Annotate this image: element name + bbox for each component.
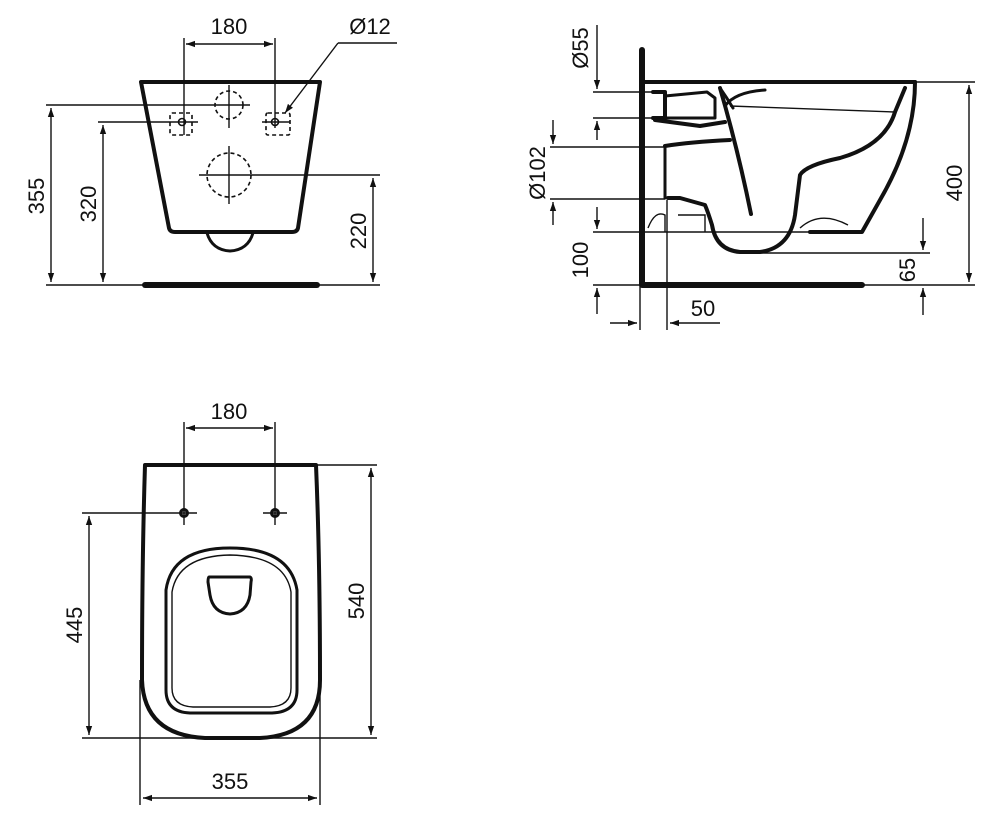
fixing-bracket-left [169,112,193,136]
fixing-depth-label: 445 [62,607,87,644]
fixing-bracket-right [265,112,291,136]
inlet-diameter-label: Ø55 [568,27,593,69]
wall-offset-label: 50 [691,296,715,321]
rear-fixing-spacing-label: 180 [211,14,248,39]
bowl-clearance-label: 65 [895,258,920,282]
seat-inner [171,554,292,708]
rear-view: 180 Ø12 355 320 220 [24,14,397,288]
top-view: 180 445 540 355 [62,399,377,805]
rear-outlet-height-label: 220 [346,213,371,250]
rear-top-height-label: 355 [24,178,49,215]
top-view-body [140,463,322,740]
rear-view-body [139,80,322,234]
side-view-wall [639,47,865,288]
rear-fixing-height-label: 320 [76,186,101,223]
side-view-bowl-outer [808,80,917,234]
side-view: Ø55 Ø102 100 50 400 65 [525,25,975,330]
fixing-hole-diameter-label: Ø12 [349,14,391,39]
width-label: 355 [212,769,249,794]
seat-outer [164,546,299,715]
total-height-label: 400 [942,165,967,202]
lid-notch [206,575,253,616]
rear-view-outlet-bump [205,231,255,253]
outlet-diameter-label: Ø102 [525,146,550,200]
outlet-offset-label: 100 [568,242,593,279]
total-depth-label: 540 [344,583,369,620]
top-fixing-spacing-label: 180 [211,399,248,424]
